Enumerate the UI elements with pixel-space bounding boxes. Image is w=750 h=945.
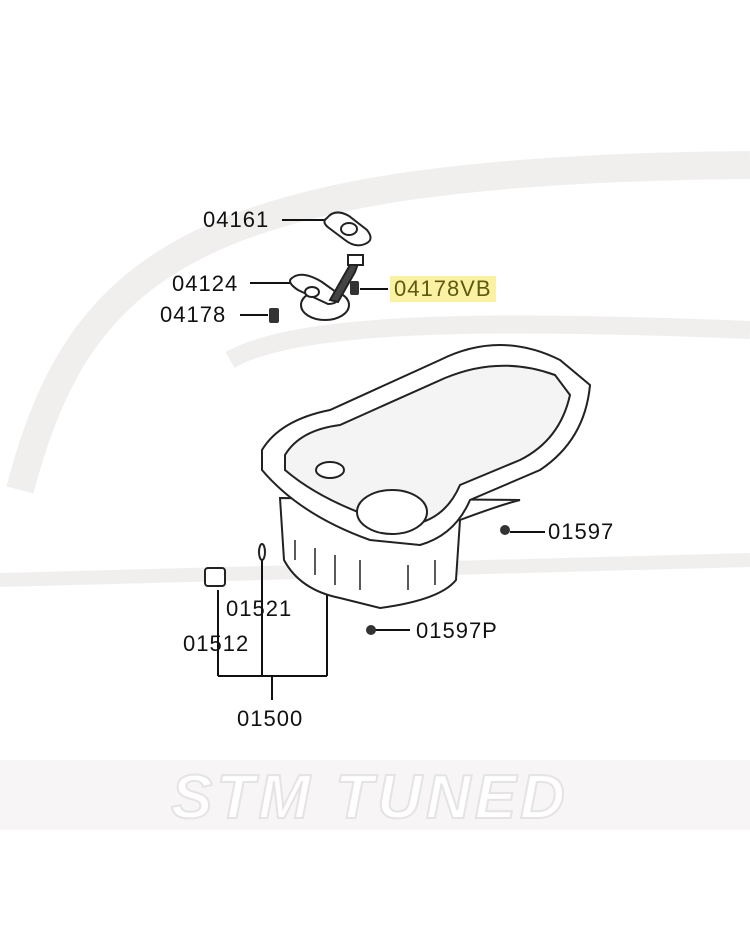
- part-label-01521: 01521: [226, 596, 293, 621]
- part-label-04178vb-highlighted: 04178VB: [390, 276, 496, 302]
- oil-pan-part: [261, 344, 592, 610]
- bolt-parts: [204, 281, 510, 635]
- part-label-01597: 01597: [548, 519, 615, 544]
- part-label-01512: 01512: [183, 631, 250, 656]
- watermark-band: [0, 760, 750, 830]
- part-label-04178: 04178: [160, 302, 227, 327]
- part-label-04124: 04124: [172, 271, 239, 296]
- part-label-01500: 01500: [237, 706, 304, 731]
- watermark-logo: STM TUNED: [171, 763, 569, 832]
- gasket-part: [323, 211, 372, 247]
- part-label-04161: 04161: [203, 207, 270, 232]
- leader-lines: [217, 219, 545, 700]
- oil-strainer-part: [289, 254, 364, 321]
- part-label-01597p: 01597P: [416, 618, 498, 643]
